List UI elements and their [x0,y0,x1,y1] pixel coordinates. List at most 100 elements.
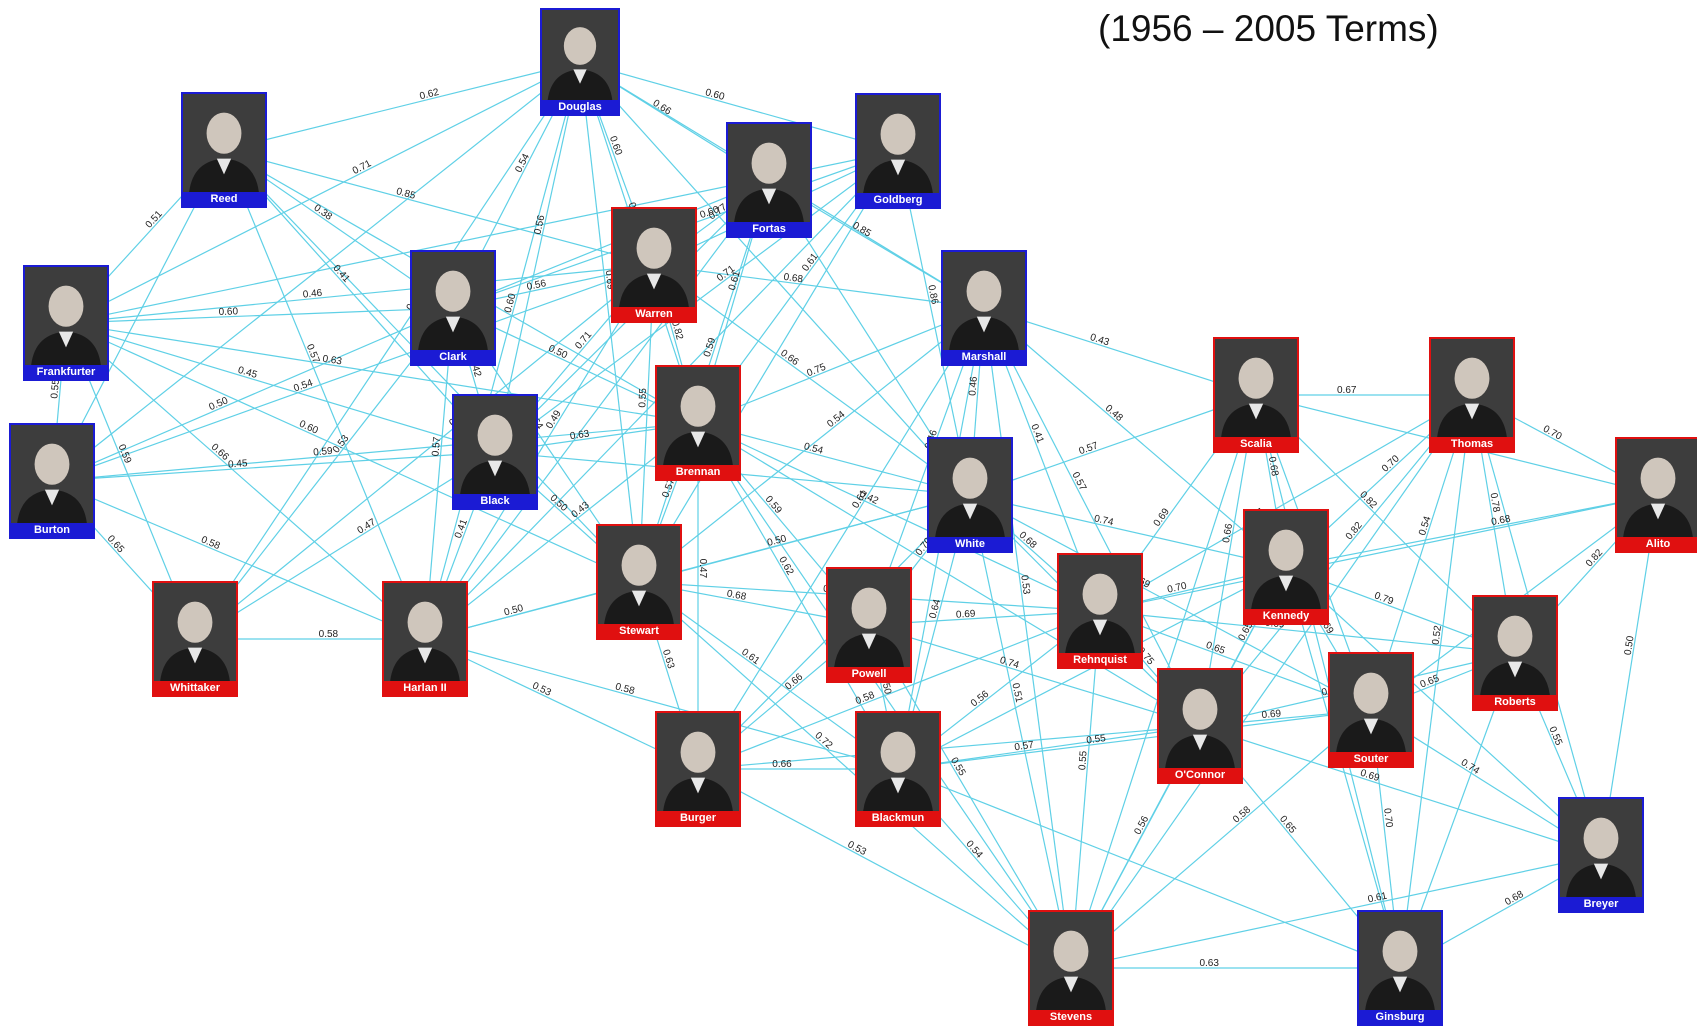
edge-label: 0.70 [1166,580,1188,595]
edge-label: 0.70 [1381,808,1394,829]
edge-frankfurter-harlan [65,322,426,640]
edge-label: 0.69 [1261,708,1282,721]
edge-brennan-rehnquist [697,422,1101,612]
justice-name-label: Blackmun [871,812,925,824]
justice-node-harlan: Harlan II [382,581,468,697]
edge-blackmun-souter [897,709,1372,770]
edge-label: 0.57 [1069,470,1088,493]
edge-label: 0.61 [1367,891,1389,906]
edge-label: 0.71 [573,329,594,351]
edge-thomas-stevens [1070,394,1473,969]
edge-label: 0.46 [967,376,979,397]
edge-douglas-whittaker [194,61,581,640]
edge-label: 0.50 [1623,635,1637,656]
edge-label: 0.60 [503,292,519,314]
edge-label: 0.68 [1503,889,1526,908]
justice-node-blackmun: Blackmun [855,711,941,827]
edge-harlan-burger [424,638,699,770]
portrait-photo [412,252,494,350]
edge-thomas-ginsburg [1399,394,1473,969]
edge-label: 0.82 [669,319,685,341]
edge-label: 0.69 [956,609,977,621]
justice-node-fortas: Fortas [726,122,812,238]
edge-label: 0.41 [1028,423,1045,446]
justice-name-label: Whittaker [169,682,221,694]
edge-label: 0.45 [237,365,259,381]
edge-label: 0.57 [430,436,443,457]
edge-white-stevens [969,494,1072,969]
edge-reed-black [223,149,496,453]
portrait-photo [1245,511,1327,609]
edge-label: 0.55 [1546,725,1564,748]
justice-node-thomas: Thomas [1429,337,1515,453]
justice-node-stevens: Stevens [1028,910,1114,1026]
edge-label: 0.65 [1419,673,1442,691]
justice-name-label: Brennan [675,466,721,478]
edge-label: 0.54 [292,377,314,394]
edge-label: 0.43 [1089,332,1111,349]
edge-stewart-blackmun [638,581,899,770]
edge-label: 0.78 [1488,492,1502,513]
portrait-photo [25,267,107,365]
portrait-photo [1474,597,1556,695]
edge-label: 0.86 [925,284,940,306]
edge-burton-warren [51,264,655,482]
edge-label: 0.41 [331,263,352,285]
edge-label: 0.61 [800,251,821,274]
edge-warren-white [653,264,971,496]
edge-label: 0.56 [1132,814,1151,837]
edge-scalia-roberts [1255,394,1516,654]
edge-label: 0.55 [49,378,62,399]
edge-label: 0.50 [547,343,570,361]
diagram-title: (1956 – 2005 Terms) [1098,8,1439,49]
justice-node-oconnor: O'Connor [1157,668,1243,784]
edge-label: 0.52 [1431,624,1444,645]
edge-label: 0.85 [395,186,417,202]
edge-label: 0.57 [304,343,322,366]
portrait-photo [828,569,910,667]
portrait-photo [1617,439,1697,537]
edge-stewart-white [638,494,971,583]
justice-node-douglas: Douglas [540,8,620,116]
edge-rehnquist-roberts [1099,610,1516,654]
justice-node-white: White [927,437,1013,553]
edge-douglas-black [494,61,581,453]
edge-rehnquist-stevens [1070,610,1101,969]
edge-label: 0.66 [651,98,674,118]
edge-kennedy-breyer [1285,566,1602,856]
edge-warren-marshall [653,264,985,309]
edge-frankfurter-stewart [65,322,640,583]
edge-white-souter [969,494,1372,711]
edge-alito-breyer [1600,494,1659,856]
edge-marshall-stevens [983,307,1072,969]
edge-douglas-harlan [424,61,581,640]
justice-node-reed: Reed [181,92,267,208]
portrait-photo [1330,654,1412,752]
edge-label: 0.54 [513,152,532,175]
edge-label: 0.49 [544,408,564,431]
edge-frankfurter-clark [65,307,454,324]
edge-label: 0.54 [803,441,825,457]
justice-name-label: Reed [210,193,238,205]
edge-brennan-harlan [424,422,699,640]
edge-white-scalia [969,394,1257,496]
edge-douglas-stewart [579,61,640,583]
edge-warren-harlan [424,264,655,640]
edge-fortas-harlan [424,179,770,640]
justice-name-label: Stevens [1049,1011,1093,1023]
edge-reed-harlan [223,149,426,640]
edge-label: 0.50 [208,395,231,413]
edge-label: 0.58 [1231,804,1253,825]
edge-label: 0.74 [998,655,1020,671]
edge-label: 0.59 [116,443,134,466]
edge-rehnquist-thomas [1099,394,1473,612]
portrait-photo [728,124,810,222]
edge-alito-kennedy [1285,494,1659,568]
edge-white-kennedy [969,494,1287,568]
justice-name-label: Kennedy [1262,610,1310,622]
justice-node-marshall: Marshall [941,250,1027,366]
portrait-photo [183,94,265,192]
edge-burger-stevens [697,768,1072,969]
edge-brennan-marshall [697,307,985,424]
edge-label: 0.74 [1093,513,1115,528]
